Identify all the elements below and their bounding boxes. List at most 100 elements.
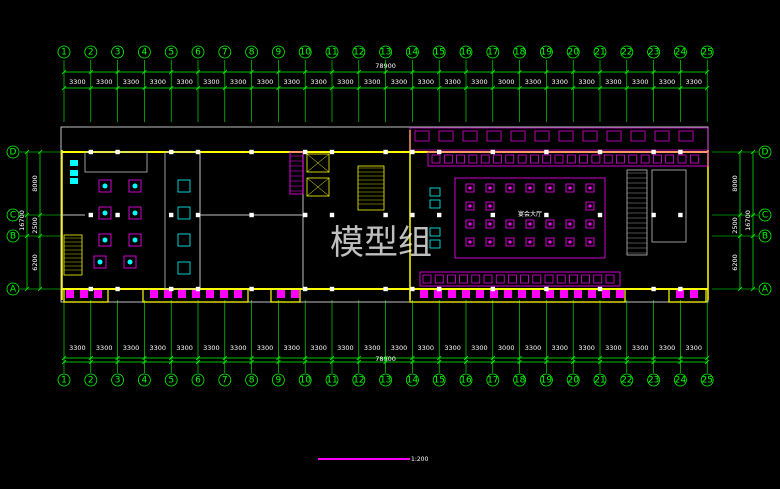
elevator-cross [306,153,330,173]
axis-label: 4 [142,48,148,58]
booth-seat [434,274,444,284]
booth-seat [471,274,481,284]
spacing-text: 3300 [150,78,167,86]
banquet-chair [548,222,552,226]
dimension-tick [276,85,281,91]
kitchen-unit [486,130,502,142]
dimension-tick [436,85,442,91]
row-bubble [758,208,772,222]
booth-seat [505,154,515,164]
axis-label: 9 [276,48,282,58]
axis-label: 20 [567,376,579,386]
booth-seat [628,154,638,164]
total-dimension-tick [517,359,522,365]
booth-seat [508,274,517,284]
spacing-text: 3300 [418,344,435,352]
total-dimension-tick [276,69,281,75]
washroom-fixture [70,170,78,176]
structural-column [249,149,254,155]
spacing-text: 3300 [96,344,113,352]
banquet-chair [508,222,512,226]
axis-bubble [164,373,178,387]
total-dimension-tick [115,359,120,365]
axis-label: 13 [380,376,391,386]
washroom-fixture [70,160,78,166]
axis-bubble [271,45,285,59]
booth-seat [689,154,699,164]
booth-row-north [427,151,709,167]
row-label: C [10,211,16,221]
total-dimension-tick [222,359,228,365]
spacing-text: 3300 [364,344,381,352]
booth-seat [605,274,615,284]
axis-bubble [352,45,366,59]
dimension-tick [168,355,174,361]
row-bubble [758,282,772,296]
axis-label: 12 [353,376,364,386]
banquet-table [485,237,495,247]
axis-bubble [379,45,393,59]
spacing-text: 3300 [337,78,354,86]
row-bubble [6,229,20,243]
elevator [306,177,330,197]
balcony-bay [63,289,109,303]
kitchen-unit [654,130,670,142]
row-total-tick [24,149,30,155]
kitchen-unit [534,130,550,142]
top-axis-grid: 7890013300233003330043300533006330073300… [57,45,714,122]
dimension-tick [302,355,308,361]
booth-seat [556,274,566,284]
banquet-chair [568,240,572,244]
structural-column [169,212,174,218]
structural-column [597,149,603,155]
dimension-tick [570,85,576,91]
structural-column [303,286,308,292]
dimension-tick [329,355,335,361]
row-spacing-text: 6200 [731,254,739,271]
dimension-tick [570,355,576,361]
service-fixture [429,187,441,197]
dimension-tick [276,355,281,361]
structural-column [169,149,174,155]
kitchen-unit [510,130,526,142]
banquet-table [465,201,475,211]
axis-bubble [298,373,312,387]
row-label: A [10,285,17,295]
banquet-chair [568,186,572,190]
table-centre [132,183,138,189]
axis-bubble [620,45,634,59]
axis-label: 9 [276,376,282,386]
row-total-tick [750,286,756,292]
spacing-text: 3300 [176,78,193,86]
banquet-chair [488,186,492,190]
row-label: D [10,148,17,158]
axis-bubble [164,45,178,59]
spacing-text: 3300 [659,78,676,86]
axis-bubble [325,45,339,59]
total-dimension-tick [88,359,94,365]
dimension-tick [383,85,388,91]
balcony-planter [291,290,299,298]
axis-label: 2 [88,376,94,386]
structural-column [437,286,442,292]
banquet-chair [468,240,472,244]
west-stair [63,234,83,276]
total-dimension-tick [490,69,496,75]
spacing-text: 3300 [337,344,354,352]
total-dimension-tick [651,359,656,365]
booth-seat [468,154,478,164]
banquet-table [525,183,535,193]
axis-bubble [432,45,446,59]
dimension-tick [142,85,147,91]
axis-bubble [245,45,259,59]
axis-label: 6 [195,48,201,58]
balcony-planter [462,290,470,298]
banquet-chair [548,186,552,190]
structural-column [383,149,388,155]
spacing-text: 3300 [659,344,676,352]
kitchen-unit [582,130,598,142]
balcony-planter [476,290,484,298]
spacing-text: 3300 [391,78,408,86]
axis-bubble [218,45,232,59]
